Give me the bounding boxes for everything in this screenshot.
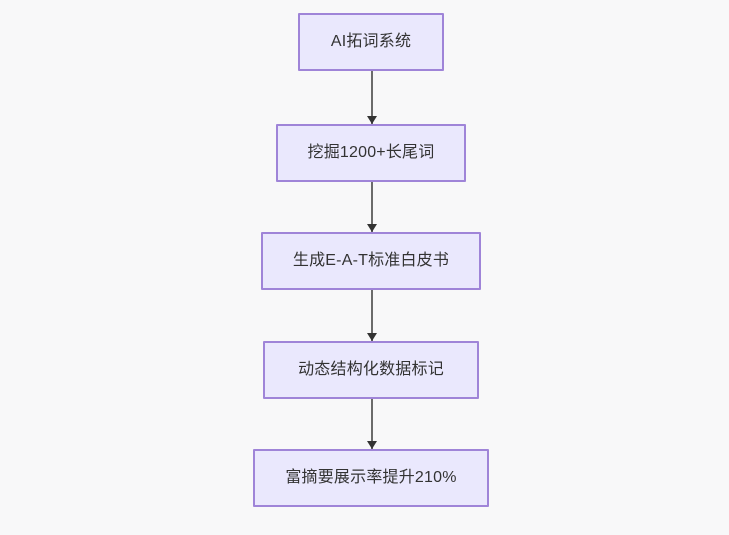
arrowhead-icon — [367, 333, 377, 341]
flow-edge — [367, 290, 377, 341]
flow-node[interactable]: 生成E-A-T标准白皮书 — [261, 232, 481, 290]
flow-node[interactable]: 动态结构化数据标记 — [263, 341, 479, 399]
arrowhead-icon — [367, 441, 377, 449]
flow-edge-line — [371, 182, 373, 232]
flow-edge — [367, 182, 377, 232]
flow-node[interactable]: 富摘要展示率提升210% — [253, 449, 489, 507]
flow-node-label: 动态结构化数据标记 — [298, 361, 444, 378]
flow-edge-line — [371, 290, 373, 341]
arrowhead-icon — [367, 116, 377, 124]
flow-node[interactable]: AI拓词系统 — [298, 13, 444, 71]
flow-edge-line — [371, 399, 373, 449]
arrowhead-icon — [367, 224, 377, 232]
flow-node-label: 生成E-A-T标准白皮书 — [292, 252, 450, 269]
flow-edge-line — [371, 71, 373, 124]
flow-node-label: 挖掘1200+长尾词 — [307, 144, 435, 161]
flow-node[interactable]: 挖掘1200+长尾词 — [276, 124, 466, 182]
flow-node-label: 富摘要展示率提升210% — [285, 469, 457, 486]
flow-edge — [367, 399, 377, 449]
flow-node-label: AI拓词系统 — [330, 33, 412, 50]
flow-edge — [367, 71, 377, 124]
